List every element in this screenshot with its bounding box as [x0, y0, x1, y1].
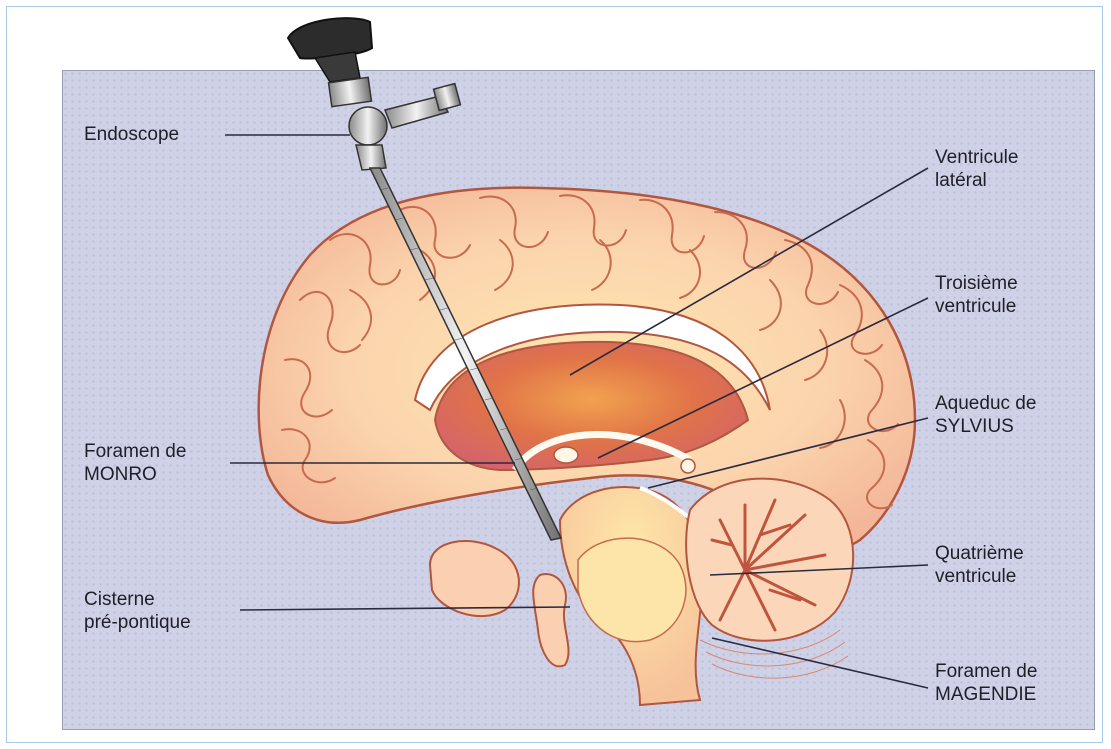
pituitary [533, 574, 568, 666]
label-ventricule-lateral-line1: Ventricule [935, 146, 1018, 169]
mammillary [681, 459, 695, 473]
temporal-lobe [430, 541, 519, 616]
label-foramen-magendie: Foramen de MAGENDIE [935, 660, 1037, 706]
label-foramen-monro-line1: Foramen de [84, 440, 186, 463]
leader-cisterne [240, 607, 570, 610]
endoscope-eyepiece [288, 18, 372, 58]
label-quatrieme-ventricule-line1: Quatrième [935, 542, 1024, 565]
label-ventricule-lateral-line2: latéral [935, 169, 1018, 192]
label-aqueduc: Aqueduc de SYLVIUS [935, 392, 1036, 438]
label-endoscope: Endoscope [84, 123, 179, 146]
label-troisieme-ventricule-line2: ventricule [935, 295, 1018, 318]
pons [578, 538, 686, 642]
label-foramen-monro-line2: MONRO [84, 463, 186, 486]
label-quatrieme-ventricule: Quatrième ventricule [935, 542, 1024, 588]
label-aqueduc-line2: SYLVIUS [935, 415, 1036, 438]
leader-foramen-magendie [712, 638, 928, 688]
label-troisieme-ventricule-line1: Troisième [935, 272, 1018, 295]
label-foramen-magendie-line1: Foramen de [935, 660, 1037, 683]
label-cisterne-line2: pré-pontique [84, 611, 191, 634]
label-ventricule-lateral: Ventricule latéral [935, 146, 1018, 192]
label-aqueduc-line1: Aqueduc de [935, 392, 1036, 415]
third-ventricle-foramen [554, 447, 578, 463]
label-cisterne-line1: Cisterne [84, 588, 191, 611]
label-troisieme-ventricule: Troisième ventricule [935, 272, 1018, 318]
label-foramen-monro: Foramen de MONRO [84, 440, 186, 486]
label-quatrieme-ventricule-line2: ventricule [935, 565, 1024, 588]
label-cisterne: Cisterne pré-pontique [84, 588, 191, 634]
label-endoscope-line1: Endoscope [84, 123, 179, 146]
label-foramen-magendie-line2: MAGENDIE [935, 683, 1037, 706]
endoscope-valve [349, 107, 387, 145]
